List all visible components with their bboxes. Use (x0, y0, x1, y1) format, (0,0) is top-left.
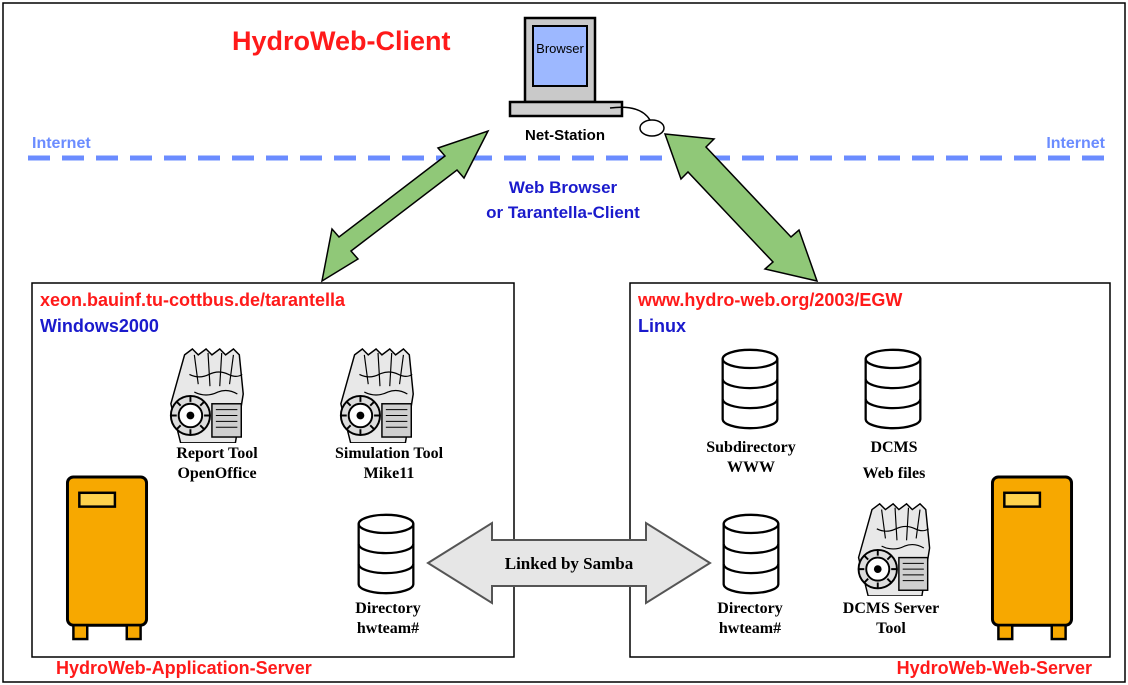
web-server-url: www.hydro-web.org/2003/EGW (637, 290, 902, 310)
samba-link-label: Linked by Samba (505, 554, 634, 573)
subdirectory-line-2: WWW (727, 459, 775, 476)
web-server-tower-icon (990, 475, 1074, 641)
station-label: Net-Station (525, 127, 605, 144)
computer-base (508, 100, 624, 118)
report-tool-icon (169, 348, 245, 443)
application-server-box (31, 282, 515, 658)
simulation-tool-icon (339, 348, 415, 443)
app-server-tower-icon (65, 475, 149, 641)
web-server-footer: HydroWeb-Web-Server (897, 658, 1092, 678)
dcms-server-tool-icon (857, 502, 931, 596)
mouse-cable (609, 106, 651, 121)
samba-link-arrow (426, 521, 712, 605)
access-line-2: or Tarantella-Client (486, 203, 640, 222)
web-directory-line-1: Directory (717, 600, 782, 617)
dcms-web-files-line-1: DCMS (870, 439, 917, 456)
dcms-web-files-database-icon (864, 348, 922, 430)
simulation-tool-line-1: Simulation Tool (335, 445, 444, 462)
monitor-screen (532, 25, 588, 87)
web-directory-database-icon (722, 513, 780, 595)
report-tool-line-2: OpenOffice (177, 465, 256, 482)
web-directory-line-2: hwteam# (719, 620, 781, 637)
dcms-web-files-line-2: Web files (863, 465, 926, 482)
access-line-1: Web Browser (509, 178, 618, 197)
subdirectory-line-1: Subdirectory (706, 439, 795, 456)
keyboard-area (505, 124, 630, 146)
simulation-tool-line-2: Mike11 (364, 465, 415, 482)
web-server-os: Linux (638, 316, 686, 336)
dcms-server-tool-line-2: Tool (876, 620, 906, 637)
app-server-os: Windows2000 (40, 316, 159, 336)
app-server-footer: HydroWeb-Application-Server (56, 658, 312, 678)
client-title: HydroWeb-Client (232, 26, 451, 56)
app-directory-line-2: hwteam# (357, 620, 419, 637)
monitor-label: Browser (536, 41, 584, 56)
app-directory-database-icon (357, 513, 415, 595)
internet-label-left: Internet (32, 135, 91, 152)
net-station-computer: Browser Net-Station (505, 16, 665, 146)
report-tool-line-1: Report Tool (176, 445, 258, 462)
dcms-server-tool-line-1: DCMS Server (843, 600, 939, 617)
subdirectory-database-icon (721, 348, 779, 430)
left-double-arrow (320, 129, 490, 283)
internet-label-right: Internet (1046, 135, 1105, 152)
app-server-url: xeon.bauinf.tu-cottbus.de/tarantella (40, 290, 346, 310)
mouse-icon (639, 119, 665, 137)
right-double-arrow (663, 133, 819, 283)
app-directory-line-1: Directory (355, 600, 420, 617)
web-server-box (629, 282, 1111, 658)
